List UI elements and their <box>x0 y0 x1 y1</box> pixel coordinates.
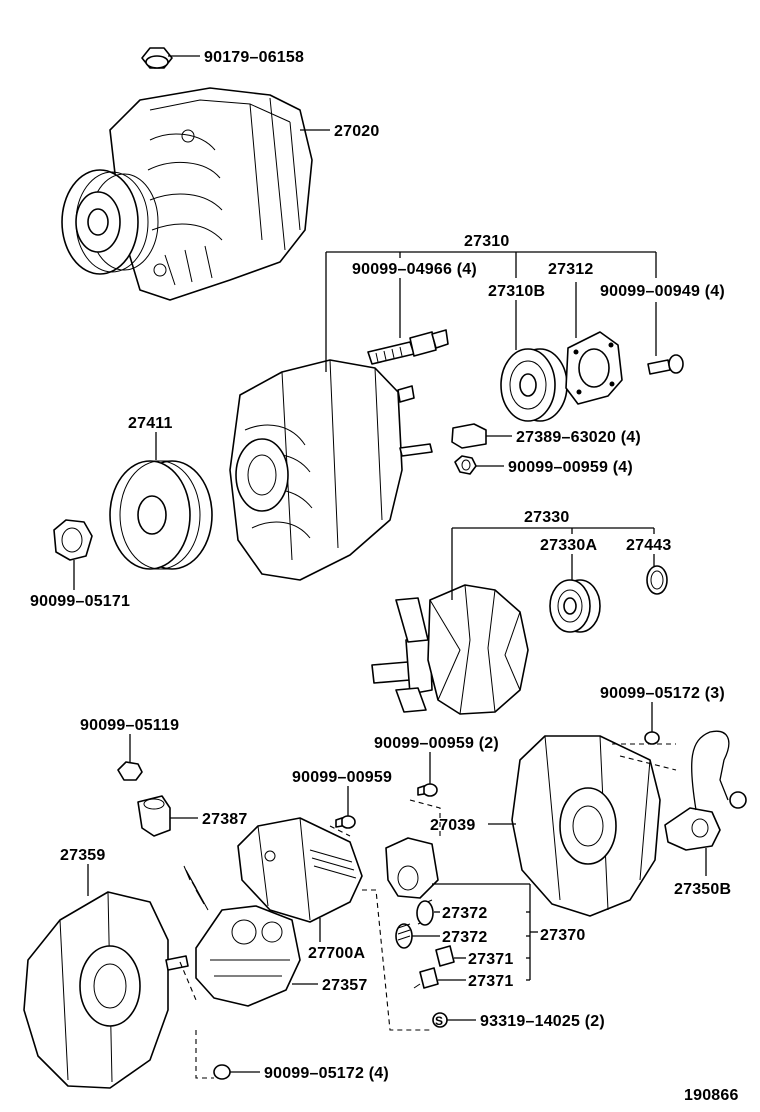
cover-27443-part <box>646 565 668 595</box>
spring-27372-upper-part <box>416 899 434 926</box>
label-90099-05119: 90099–05119 <box>80 717 179 734</box>
regulator-27700A-part <box>237 817 363 923</box>
end-cover-27359-part <box>23 891 189 1089</box>
label-90099-00949-4: 90099–00949 (4) <box>600 283 725 300</box>
label-27387: 27387 <box>202 811 248 828</box>
bushing-27387-part <box>137 795 171 837</box>
label-90099-05171: 90099–05171 <box>30 593 130 610</box>
dashed-assembly-lines <box>179 743 677 1079</box>
label-27039: 27039 <box>430 817 476 834</box>
label-27371-lower: 27371 <box>468 973 514 990</box>
label-90099-05172-3: 90099–05172 (3) <box>600 685 725 702</box>
label-27020: 27020 <box>334 123 380 140</box>
retainer-27312-part <box>565 331 623 405</box>
figure-number: 190866 <box>684 1087 739 1104</box>
brush-27371-lower-part <box>413 967 439 989</box>
screw-90099-00959-2-part <box>417 783 438 797</box>
label-90099-04966-4: 90099–04966 (4) <box>352 261 477 278</box>
label-27443: 27443 <box>626 537 672 554</box>
label-90179-06158: 90179–06158 <box>204 49 304 66</box>
label-27312: 27312 <box>548 261 594 278</box>
label-90099-00959: 90099–00959 <box>292 769 392 786</box>
screw-90099-00959-part <box>335 815 356 829</box>
label-90099-00959-4: 90099–00959 (4) <box>508 459 633 476</box>
nut-90099-00959-4-part <box>454 455 477 475</box>
label-27371-upper: 27371 <box>468 951 514 968</box>
spring-27372-lower-part <box>395 923 413 949</box>
label-27310: 27310 <box>464 233 510 250</box>
drive-end-frame-part <box>229 359 433 581</box>
nut-90099-05171-part <box>53 519 93 561</box>
label-90099-00959-2: 90099–00959 (2) <box>374 735 499 752</box>
brush-holder-27370-part <box>385 837 439 899</box>
bearing-27310B-part <box>500 348 568 422</box>
label-90099-05172-4: 90099–05172 (4) <box>264 1065 389 1082</box>
label-27350B: 27350B <box>674 881 731 898</box>
label-27372-lower: 27372 <box>442 929 488 946</box>
bearing-27330A-part <box>549 579 601 633</box>
label-93319-14025-2: 93319–14025 (2) <box>480 1013 605 1030</box>
nut-90099-05119-part <box>117 761 143 781</box>
brush-27371-upper-part <box>435 945 455 967</box>
pulley-27411-part <box>109 460 213 570</box>
label-27389-63020-4: 27389–63020 (4) <box>516 429 641 446</box>
stud-bolt-90099-04966-part <box>367 329 449 365</box>
label-27330: 27330 <box>524 509 570 526</box>
alternator-assembly-part <box>61 87 313 301</box>
label-27411: 27411 <box>128 415 173 432</box>
insulator-27389-63020-part <box>451 423 487 449</box>
label-s-symbol: S <box>435 1014 443 1028</box>
label-27310B: 27310B <box>488 283 545 300</box>
nut-90099-05172-3-part <box>644 731 660 745</box>
terminal-27350B-part <box>664 730 747 851</box>
label-27359: 27359 <box>60 847 106 864</box>
screw-90099-00949-part <box>647 354 684 375</box>
rectifier-27357-part <box>183 865 301 1007</box>
label-27372-upper: 27372 <box>442 905 488 922</box>
nut-90099-05172-4-part <box>213 1064 231 1080</box>
part-labels: 90179–06158 27020 27310 90099–04966 (4) … <box>30 49 739 1104</box>
nut-90179-06158-part <box>141 47 173 69</box>
rectifier-end-frame-27039-part <box>511 735 661 917</box>
label-27700A: 27700A <box>308 945 365 962</box>
leader-lines <box>73 55 707 1073</box>
label-27330A: 27330A <box>540 537 597 554</box>
label-27357: 27357 <box>322 977 368 994</box>
rotor-27330-part <box>371 584 529 715</box>
label-27370: 27370 <box>540 927 586 944</box>
